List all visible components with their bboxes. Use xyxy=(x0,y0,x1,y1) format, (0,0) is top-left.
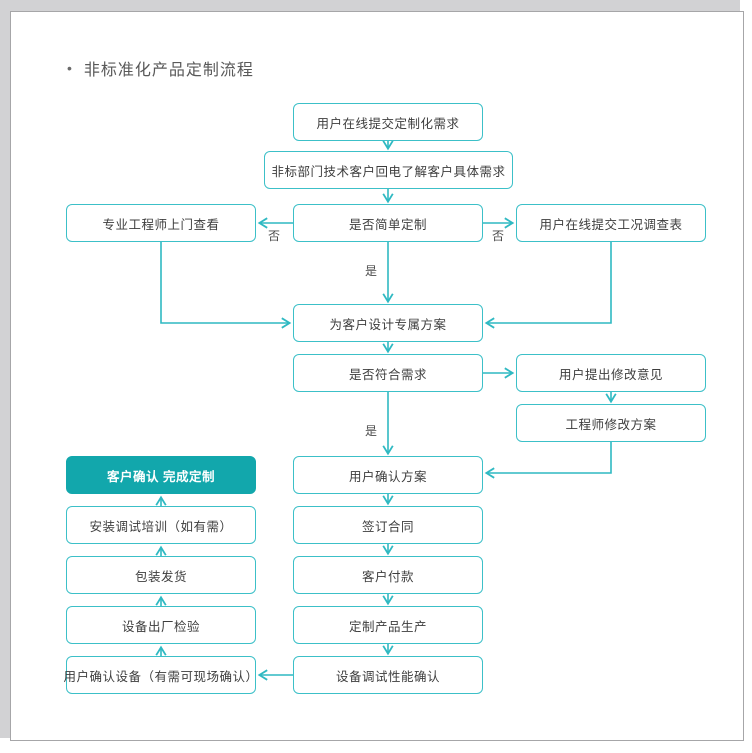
flow-node-simple-custom: 是否简单定制 xyxy=(293,204,483,242)
edge-label-no-left: 否 xyxy=(268,229,282,243)
page-title: 非标准化产品定制流程 xyxy=(83,62,254,79)
desk-margin-top xyxy=(0,0,740,12)
flow-node-complete-custom: 客户确认 完成定制 xyxy=(66,456,256,494)
flow-node-payment: 客户付款 xyxy=(293,556,483,594)
flow-node-meet-demand: 是否符合需求 xyxy=(293,354,483,392)
edge-label-yes-top: 是 xyxy=(365,264,379,278)
flow-node-production: 定制产品生产 xyxy=(293,606,483,644)
edge-label-yes-mid: 是 xyxy=(365,424,379,438)
title-bullet: • xyxy=(67,60,72,76)
flow-node-confirm-device: 用户确认设备（有需可现场确认） xyxy=(64,656,258,694)
flow-node-engineer-visit: 专业工程师上门查看 xyxy=(66,204,256,242)
flow-node-user-feedback: 用户提出修改意见 xyxy=(516,354,706,392)
flow-node-debug-confirm: 设备调试性能确认 xyxy=(293,656,483,694)
document-page: • 非标准化产品定制流程 xyxy=(10,11,744,741)
flow-node-factory-inspection: 设备出厂检验 xyxy=(66,606,256,644)
flow-connectors xyxy=(155,140,617,681)
page-title-row: • 非标准化产品定制流程 xyxy=(67,56,254,80)
flow-node-sign-contract: 签订合同 xyxy=(293,506,483,544)
flow-node-engineer-modify: 工程师修改方案 xyxy=(516,404,706,442)
flow-node-install-training: 安装调试培训（如有需） xyxy=(66,506,256,544)
desk-margin-left xyxy=(0,0,10,738)
flow-node-design-plan: 为客户设计专属方案 xyxy=(293,304,483,342)
flow-node-callback: 非标部门技术客户回电了解客户具体需求 xyxy=(264,151,513,189)
flow-node-submit-demand: 用户在线提交定制化需求 xyxy=(293,103,483,141)
flow-node-confirm-plan: 用户确认方案 xyxy=(293,456,483,494)
edge-label-no-right: 否 xyxy=(492,229,506,243)
flow-node-survey-form: 用户在线提交工况调查表 xyxy=(516,204,706,242)
flow-node-packing-shipping: 包装发货 xyxy=(66,556,256,594)
